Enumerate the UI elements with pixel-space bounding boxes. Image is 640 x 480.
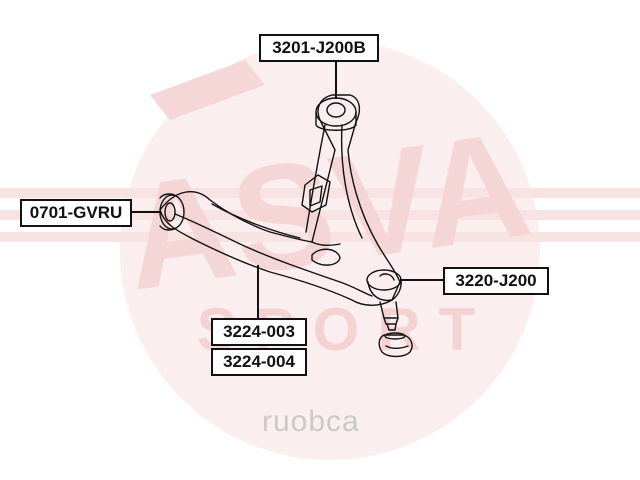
label-upper-bushing: 3201-J200B [259,34,379,62]
label-ball-joint: 3220-J200 [443,267,549,295]
label-arm-part-1: 3224-003 [211,318,307,346]
site-watermark: ruobca [262,405,360,438]
label-front-bushing: 0701-GVRU [20,199,132,227]
label-arm-part-2: 3224-004 [211,348,307,376]
leader-lines [130,60,445,318]
control-arm-drawing [159,94,413,358]
